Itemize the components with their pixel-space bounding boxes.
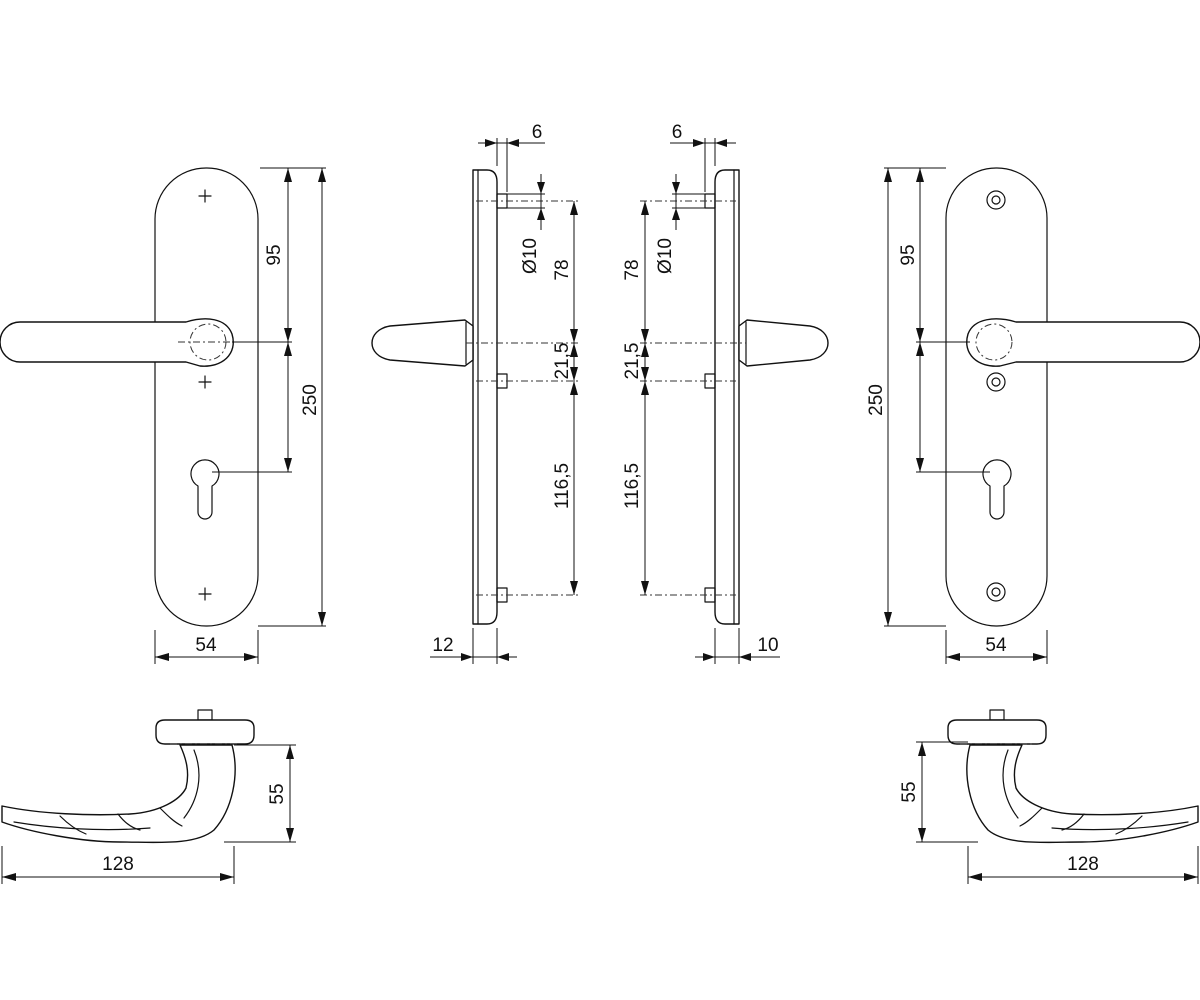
front-view-right: 95 250 54 (866, 167, 1200, 664)
lever-curve (1, 744, 236, 844)
dim-pin-offset: 6 (532, 122, 543, 143)
dim-pin-diameter: Ø10 (520, 238, 541, 274)
dim-plate-width: 54 (985, 635, 1007, 656)
backplate-outline (154, 167, 259, 627)
lever-side-profile (738, 319, 829, 367)
dim-handle-to-top: 95 (264, 244, 285, 265)
side-view-left: 6 Ø10 78 21,5 116,5 12 (371, 122, 578, 664)
dim-top-segment: 78 (622, 259, 643, 280)
keyhole (190, 459, 220, 520)
dim-lever-length: 128 (102, 854, 134, 875)
backplate-side-profile (714, 169, 740, 625)
lever-curve (966, 744, 1199, 844)
lever-top-view-right: 55 128 (899, 709, 1199, 884)
rose-top (947, 719, 1047, 745)
dim-pin-offset: 6 (672, 122, 683, 143)
dim-lever-height: 55 (267, 783, 288, 804)
dim-plate-width: 54 (195, 635, 217, 656)
spindle-stub (197, 709, 213, 721)
front-view-left: 95 250 54 (0, 167, 326, 664)
screw-mark-bottom (198, 587, 212, 601)
dim-plate-thickness: 10 (757, 635, 778, 656)
dim-plate-height: 250 (866, 384, 887, 416)
dim-handle-to-keyhole: 250 (300, 384, 321, 416)
lever-top-view-left: 55 128 (1, 709, 296, 884)
dim-bottom-segment: 116,5 (622, 463, 643, 509)
rose-top (155, 719, 255, 745)
dim-top-segment: 78 (552, 259, 573, 280)
dim-bottom-segment: 116,5 (552, 463, 573, 509)
keyhole (982, 459, 1012, 520)
dim-handle-to-top: 95 (898, 244, 919, 265)
dim-middle-segment: 21,5 (552, 343, 573, 380)
screw-middle (986, 372, 1006, 392)
dim-lever-height: 55 (899, 781, 920, 802)
dim-lever-length: 128 (1067, 854, 1099, 875)
backplate-outline (945, 167, 1048, 627)
dim-middle-segment: 21,5 (622, 343, 643, 380)
lever-handle (0, 318, 234, 367)
spindle-stub (989, 709, 1005, 721)
dim-plate-thickness: 12 (432, 635, 453, 656)
dim-pin-diameter: Ø10 (655, 238, 676, 274)
screw-bottom (986, 582, 1006, 602)
backplate-side-profile (472, 169, 498, 625)
screw-mark-top (198, 189, 212, 203)
lever-handle (966, 318, 1200, 367)
side-view-right: 6 Ø10 78 21,5 116,5 10 (622, 122, 829, 664)
screw-mark-middle (198, 375, 212, 389)
screw-top (986, 190, 1006, 210)
rose-hidden-outline (975, 323, 1013, 361)
lever-side-profile (371, 319, 474, 367)
